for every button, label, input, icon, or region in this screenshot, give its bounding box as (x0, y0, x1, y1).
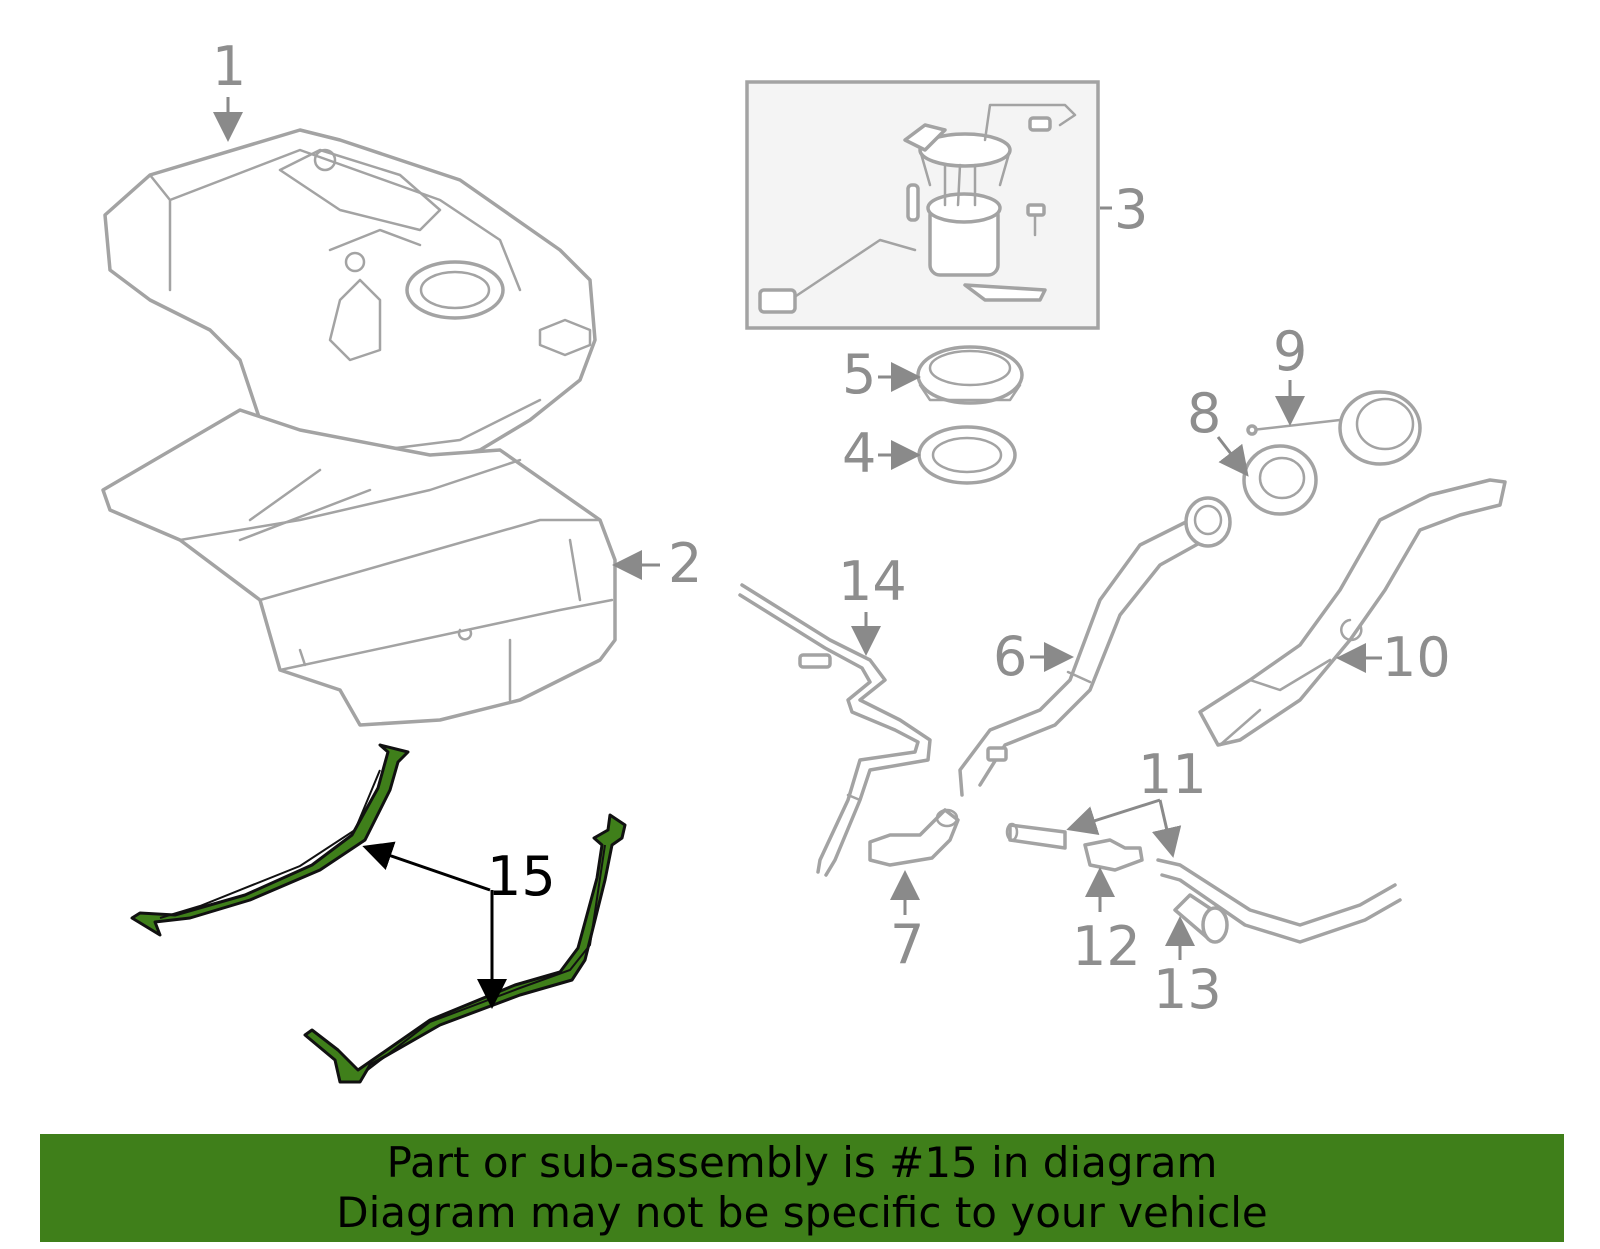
callout-4: 4 (842, 422, 876, 485)
shield-plate-part (101, 408, 617, 727)
banner-line-2: Diagram may not be specific to your vehi… (336, 1188, 1268, 1237)
callout-3: 3 (1114, 178, 1148, 241)
callout-11: 11 (1138, 743, 1207, 806)
callout-15: 15 (487, 845, 556, 908)
check-valve-part (1083, 838, 1144, 872)
callout-11-arrow-b (1151, 799, 1182, 858)
callout-9: 9 (1273, 320, 1307, 383)
vent-pipe-part (738, 583, 932, 877)
tank-strap-rear[interactable] (303, 813, 627, 1084)
callout-5: 5 (842, 343, 876, 406)
fuel-pump-module-part (745, 80, 1100, 330)
callout-7: 7 (890, 913, 924, 976)
callout-15-arrow-a (362, 841, 491, 892)
banner-line-1: Part or sub-assembly is #15 in diagram (386, 1138, 1218, 1187)
gasket-part (917, 425, 1017, 485)
fuel-cap-part (1246, 390, 1422, 466)
tank-strap-front[interactable] (130, 743, 410, 937)
vent-tube-part (1005, 822, 1402, 944)
callout-10: 10 (1382, 626, 1451, 689)
hose-part (868, 808, 960, 867)
callout-14: 14 (838, 550, 907, 613)
callout-11-arrow-a (1066, 798, 1161, 836)
lock-ring-part (916, 345, 1024, 405)
filler-shield-part (1198, 478, 1507, 747)
callout-12: 12 (1072, 915, 1141, 978)
callout-1: 1 (212, 35, 246, 98)
callout-6: 6 (993, 625, 1027, 688)
callout-8: 8 (1187, 382, 1221, 445)
fuel-tank-part (103, 128, 597, 472)
callout-8-arrow (1216, 436, 1249, 477)
grommet-part (1173, 893, 1229, 944)
filler-housing-part (1242, 444, 1318, 516)
callout-2: 2 (668, 532, 702, 595)
callout-13: 13 (1153, 958, 1222, 1021)
filler-pipe-part (958, 496, 1232, 797)
part-info-banner: Part or sub-assembly is #15 in diagram D… (40, 1134, 1564, 1242)
